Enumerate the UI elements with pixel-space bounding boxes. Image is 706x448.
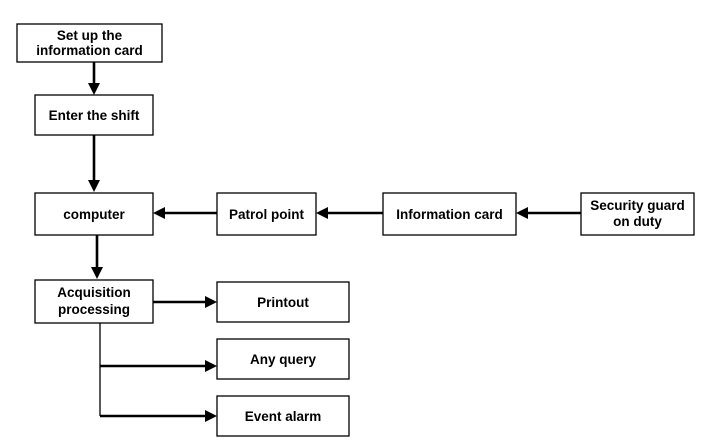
computer-label: computer <box>63 207 125 222</box>
computer-box <box>34 192 154 236</box>
enter-shift-label: Enter the shift <box>49 108 140 123</box>
arrow-computer-to-acquisition-head <box>91 267 103 279</box>
patrol-point-box <box>216 192 317 236</box>
any-query-label: Any query <box>250 352 317 367</box>
setup-label-line2: information card <box>36 43 143 58</box>
arrow-shift-to-computer-head <box>88 180 100 192</box>
information-card-box <box>382 192 517 236</box>
information-card-label: Information card <box>396 207 503 222</box>
arrow-branch-to-query-head <box>205 360 217 372</box>
acquisition-box <box>34 279 154 324</box>
acquisition-label-line1: Acquisition <box>57 285 131 300</box>
setup-label-line1: Set up the <box>57 28 123 43</box>
arrow-acquisition-to-printout-head <box>205 296 217 308</box>
arrow-setup-to-shift-head <box>88 83 100 95</box>
arrow-branch-to-alarm-head <box>205 410 217 422</box>
acquisition-label-line2: processing <box>58 302 130 317</box>
event-alarm-box <box>216 395 350 437</box>
arrow-guard-to-infocard-head <box>516 207 528 219</box>
printout-label: Printout <box>257 295 309 310</box>
arrow-patrol-to-computer-head <box>153 207 165 219</box>
any-query-box <box>216 338 350 380</box>
enter-shift-box <box>34 94 154 136</box>
setup-box <box>16 23 163 63</box>
event-alarm-label: Event alarm <box>245 409 322 424</box>
patrol-point-label: Patrol point <box>229 207 304 222</box>
security-guard-label-line2: on duty <box>613 214 662 229</box>
arrow-infocard-to-patrol-head <box>316 207 328 219</box>
security-guard-label-line1: Security guard <box>590 198 685 213</box>
